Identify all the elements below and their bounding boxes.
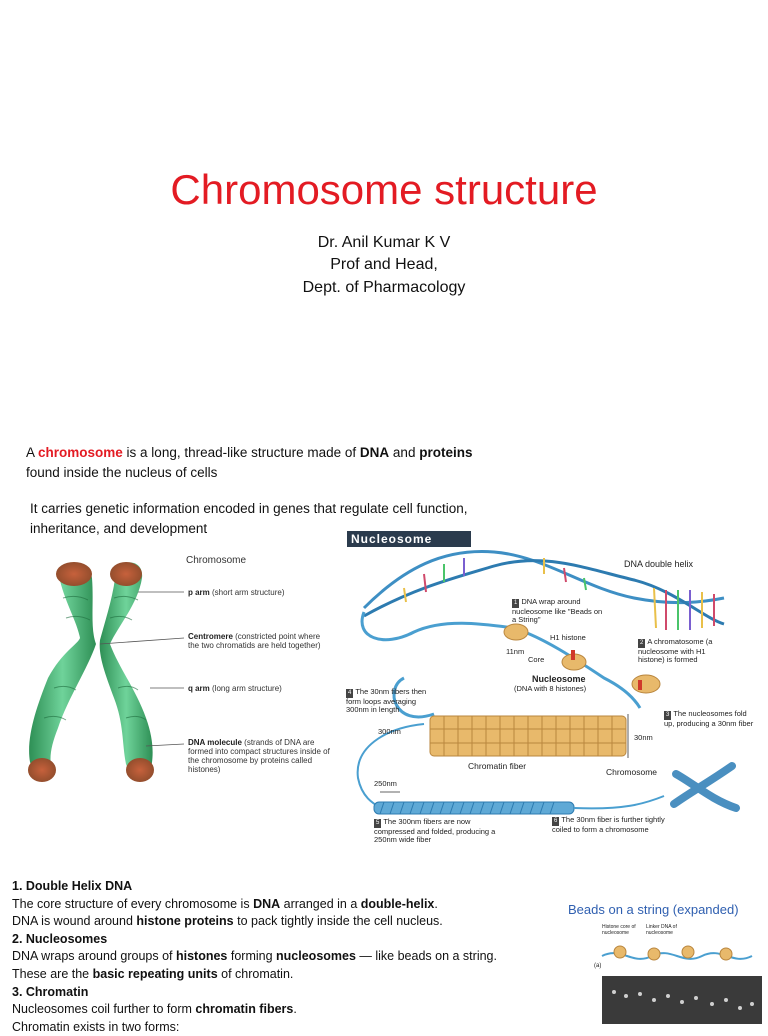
centromere-label: Centromere (constricted point where the … — [188, 632, 328, 650]
list-text: of chromatin. — [218, 967, 294, 981]
list-item: These are the basic repeating units of c… — [12, 966, 552, 984]
list-heading-nucleosomes: 2. Nucleosomes — [12, 931, 552, 949]
list-term: histones — [176, 949, 227, 963]
right-chromatid — [100, 562, 153, 776]
telomere-top-right — [110, 562, 142, 586]
dna-double-helix-label: DNA double helix — [624, 560, 693, 569]
step3-text: The nucleosomes fold up, producing a 30n… — [664, 709, 753, 728]
list-text: Nucleosomes coil further to form — [12, 1002, 195, 1016]
list-item: DNA wraps around groups of histones form… — [12, 948, 552, 966]
list-text: — like beads on a string. — [356, 949, 497, 963]
list-item: Chromatin exists in two forms: — [12, 1019, 552, 1036]
centromere-term: Centromere — [188, 632, 233, 641]
chromosome-term: chromosome — [38, 445, 123, 460]
q-arm-term: q arm — [188, 684, 210, 693]
list-text: DNA wraps around groups of — [12, 949, 176, 963]
step4-text: The 30nm fibers then form loops averagin… — [346, 687, 426, 714]
intro-paragraph-1: A chromosome is a long, thread-like stru… — [26, 443, 546, 483]
intro-text: is a long, thread-like structure made of — [123, 445, 360, 460]
list-term: histone proteins — [136, 914, 233, 928]
proteins-term: proteins — [419, 445, 472, 460]
author-dept: Dept. of Pharmacology — [0, 279, 768, 297]
p-arm-label: p arm (short arm structure) — [188, 588, 338, 597]
list-term: DNA — [253, 897, 280, 911]
q-arm-desc: (long arm structure) — [210, 684, 282, 693]
telomere-bottom-right — [126, 758, 154, 782]
300nm-label: 300nm — [378, 728, 401, 737]
page-title: Chromosome structure — [0, 166, 768, 214]
dna-molecule-term: DNA molecule — [188, 738, 242, 747]
telomere-bottom-left — [28, 758, 56, 782]
list-term: nucleosomes — [276, 949, 356, 963]
author-name: Dr. Anil Kumar K V — [0, 234, 768, 252]
intro-text: A — [26, 445, 38, 460]
p-arm-term: p arm — [188, 588, 210, 597]
list-item: DNA is wound around histone proteins to … — [12, 913, 552, 931]
intro-text: found inside the nucleus of cells — [26, 465, 217, 480]
core-label: Core — [528, 656, 544, 665]
chromosome-figure: Chromosome p arm (short arm structure) C… — [18, 548, 338, 810]
list-heading-chromatin: 3. Chromatin — [12, 984, 552, 1002]
list-item: The core structure of every chromosome i… — [12, 896, 552, 914]
left-chromatid — [29, 563, 96, 776]
list-heading-double-helix: 1. Double Helix DNA — [12, 878, 552, 896]
list-text: . — [293, 1002, 296, 1016]
list-item: Nucleosomes coil further to form chromat… — [12, 1001, 552, 1019]
chromatin-fiber-beads — [430, 716, 626, 756]
30nm-label: 30nm — [634, 734, 653, 743]
11nm-label: 11nm — [506, 648, 524, 657]
h1-histone-label: H1 histone — [550, 634, 586, 643]
p-arm-desc: (short arm structure) — [210, 588, 285, 597]
chromosome-label: Chromosome — [606, 768, 657, 777]
list-term: double-helix — [361, 897, 435, 911]
step6-text: The 30nm fiber is further tightly coiled… — [552, 815, 665, 834]
author-role: Prof and Head, — [0, 256, 768, 274]
beads-illustration — [562, 900, 766, 1024]
step1-text: DNA wrap around nucleosome like "Beads o… — [512, 597, 602, 624]
structure-list: 1. Double Helix DNA The core structure o… — [12, 878, 552, 1036]
dna-molecule-label: DNA molecule (strands of DNA are formed … — [188, 738, 333, 774]
250nm-label: 250nm — [374, 780, 397, 789]
list-text: The core structure of every chromosome i… — [12, 897, 253, 911]
q-arm-label: q arm (long arm structure) — [188, 684, 338, 693]
chromatin-fiber-label: Chromatin fiber — [468, 762, 526, 771]
list-text: . — [434, 897, 437, 911]
list-term: basic repeating units — [93, 967, 218, 981]
step2-text: A chromatosome (a nucleosome with H1 his… — [638, 637, 712, 664]
list-term: chromatin fibers — [195, 1002, 293, 1016]
list-text: These are the — [12, 967, 93, 981]
chromosome-heading: Chromosome — [186, 556, 246, 565]
telomere-top-left — [56, 562, 92, 586]
coiled-fiber — [374, 802, 574, 814]
nucleosome-figure: Nucleosome — [344, 528, 764, 846]
nucleosome-subtitle: (DNA with 8 histones) — [514, 685, 586, 694]
list-text: DNA is wound around — [12, 914, 136, 928]
dna-term: DNA — [360, 445, 389, 460]
list-text: forming — [227, 949, 276, 963]
list-text: arranged in a — [280, 897, 361, 911]
beads-figure: Beads on a string (expanded) Histone cor… — [562, 900, 766, 1024]
intro-text: and — [389, 445, 419, 460]
nucleosome-title: Nucleosome — [532, 675, 586, 684]
list-text: to pack tightly inside the cell nucleus. — [234, 914, 443, 928]
step5-text: The 300nm fibers are now compressed and … — [374, 817, 495, 844]
